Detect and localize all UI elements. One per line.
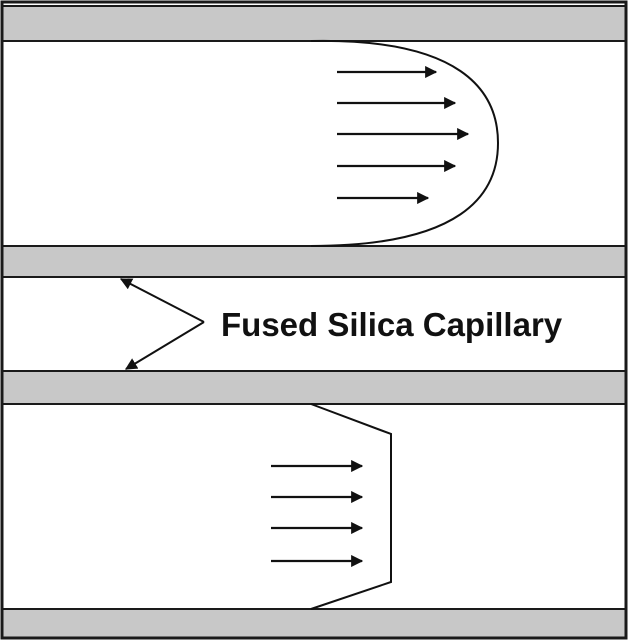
wall-pointer-arrows xyxy=(119,278,205,370)
parabolic-flow-profile xyxy=(310,39,500,247)
capillary-label: Fused Silica Capillary xyxy=(221,306,563,343)
capillary-wall-upper-middle xyxy=(1,245,627,278)
capillary-wall-top xyxy=(1,5,627,42)
capillary-wall-lower-middle xyxy=(1,370,627,405)
plug-flow-profile xyxy=(310,403,392,610)
plug-velocity-arrows xyxy=(271,459,364,568)
parabolic-velocity-arrows xyxy=(337,65,470,205)
pointer-arrow-down xyxy=(124,321,205,370)
capillary-wall-bottom xyxy=(1,608,627,639)
pointer-arrow-up xyxy=(119,278,205,323)
